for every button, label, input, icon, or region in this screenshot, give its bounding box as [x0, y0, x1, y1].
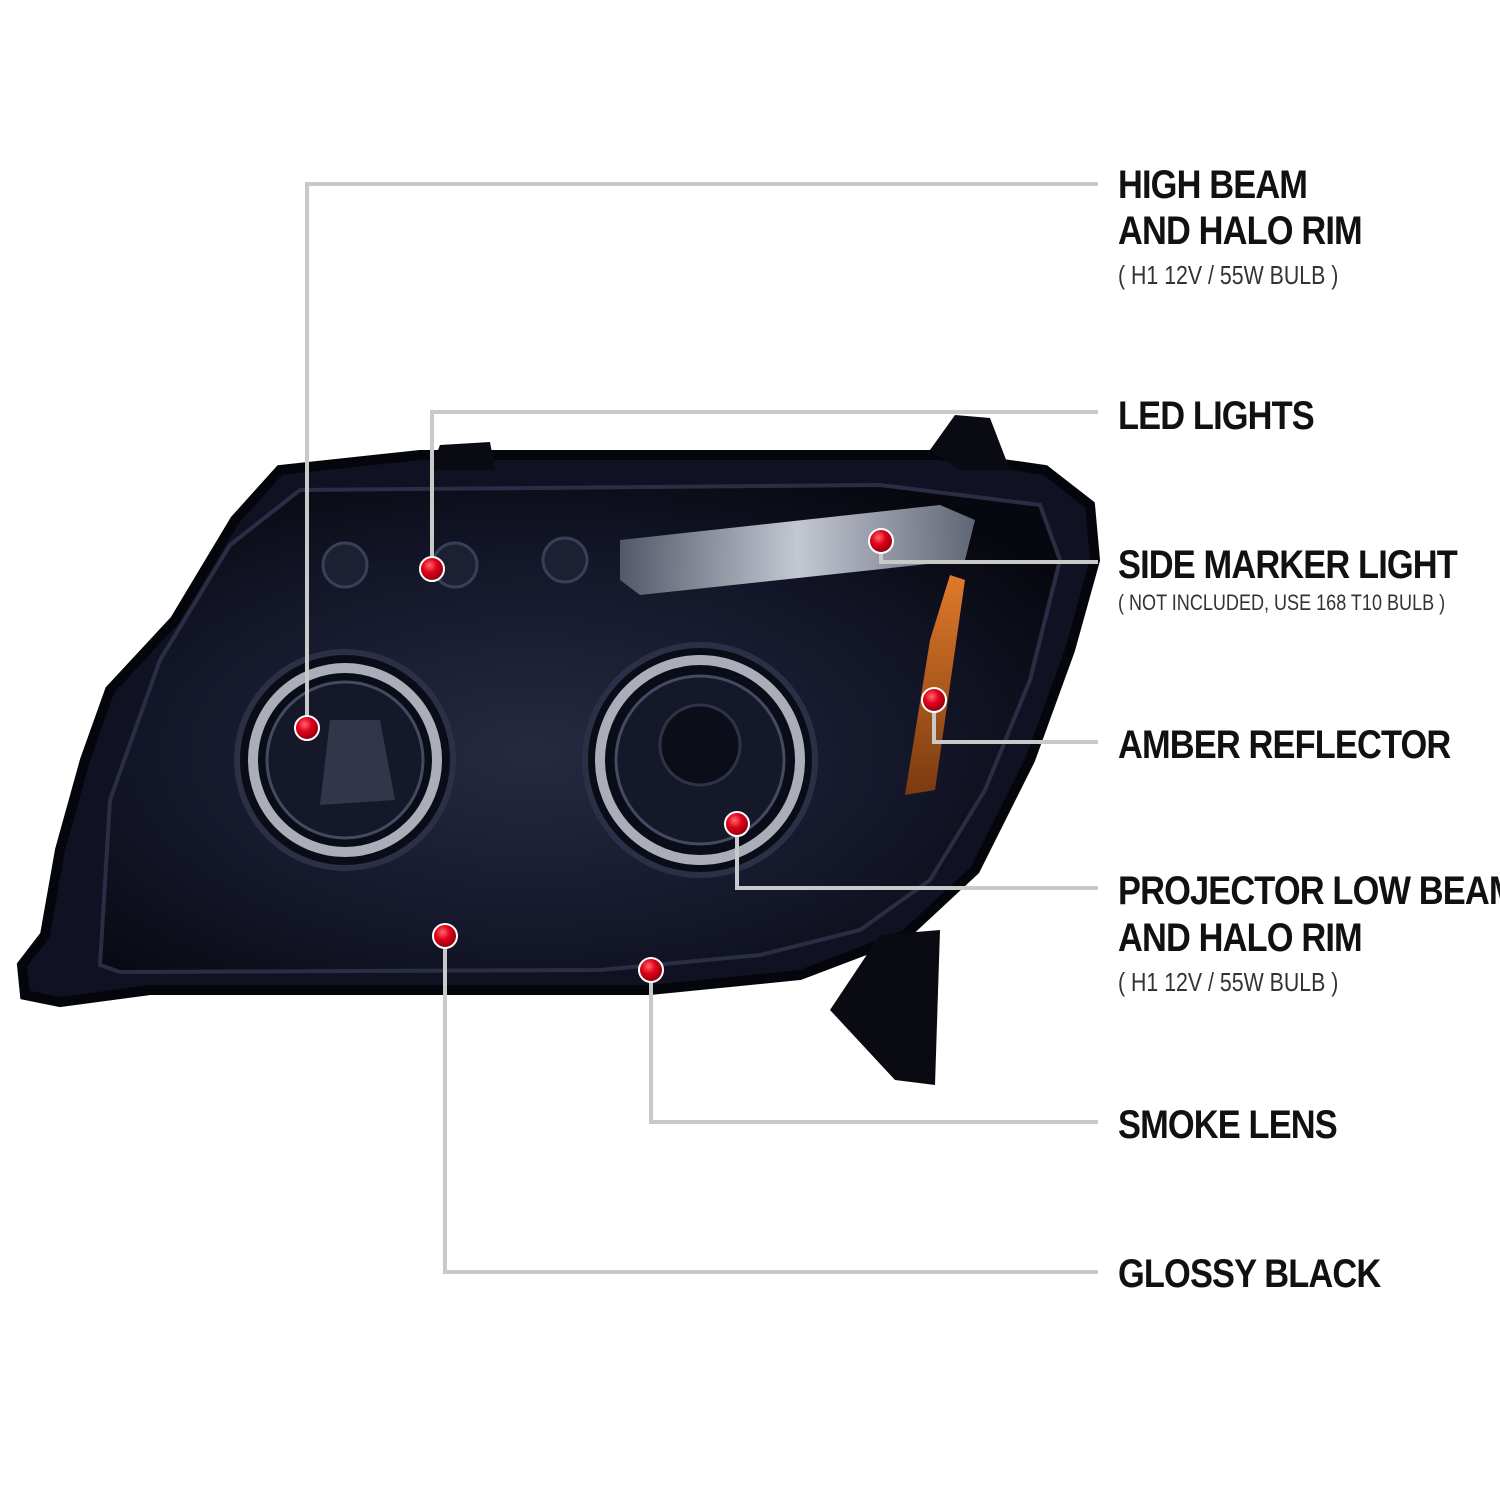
leader-led-lights [430, 410, 1098, 569]
leader-projector-low-beam [735, 824, 1098, 890]
label-side-marker: SIDE MARKER LIGHT [1118, 543, 1458, 587]
low-beam-halo [582, 642, 818, 878]
leader-glossy-black [443, 936, 1098, 1274]
label-high-beam-line1: HIGH BEAM [1118, 163, 1308, 207]
label-high-beam-line2: AND HALO RIM [1118, 209, 1363, 253]
leader-smoke-lens [649, 970, 1098, 1124]
high-beam-halo [234, 649, 456, 871]
label-glossy-black: GLOSSY BLACK [1118, 1252, 1381, 1296]
led-modules [321, 536, 589, 589]
marker-led-lights [419, 556, 445, 582]
label-smoke-lens: SMOKE LENS [1118, 1103, 1338, 1147]
leader-amber-reflector [932, 700, 1098, 744]
leader-lines [305, 182, 1098, 1274]
label-projector-low-beam-line2: AND HALO RIM [1118, 916, 1363, 960]
amber-reflector-lens [905, 575, 965, 795]
callout-markers [294, 528, 947, 983]
label-amber-reflector: AMBER REFLECTOR [1118, 723, 1451, 767]
leader-high-beam [305, 182, 1098, 728]
marker-smoke-lens [638, 957, 664, 983]
label-led-lights: LED LIGHTS [1118, 394, 1315, 438]
marker-side-marker [868, 528, 894, 554]
label-projector-low-beam-line1: PROJECTOR LOW BEAM [1118, 869, 1500, 913]
side-marker-strip [620, 505, 975, 595]
marker-glossy-black [432, 923, 458, 949]
note-high-beam: ( H1 12V / 55W BULB ) [1118, 260, 1339, 290]
marker-projector-low-beam [724, 811, 750, 837]
marker-high-beam [294, 715, 320, 741]
note-side-marker: ( NOT INCLUDED, USE 168 T10 BULB ) [1118, 590, 1446, 615]
marker-amber-reflector [921, 687, 947, 713]
note-projector-low-beam: ( H1 12V / 55W BULB ) [1118, 967, 1339, 997]
